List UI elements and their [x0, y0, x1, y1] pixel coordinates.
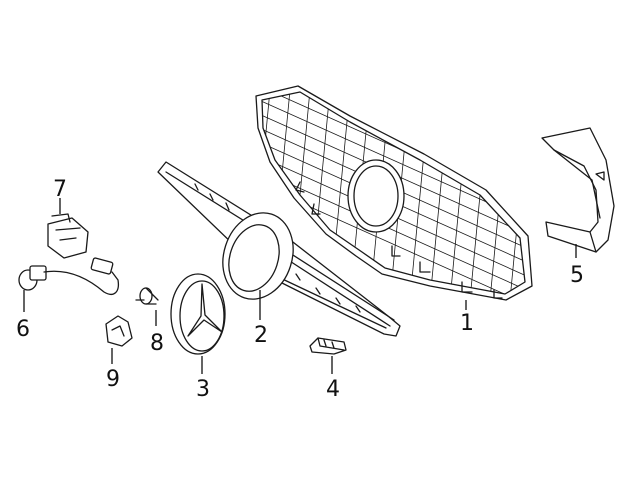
callout-1: 1 — [460, 311, 474, 336]
side-trim-part — [541, 127, 615, 253]
leader-lines — [23, 198, 577, 374]
callout-3: 3 — [196, 377, 210, 402]
bracket-part — [105, 315, 133, 347]
grille-mesh-part — [255, 85, 533, 301]
callout-7: 7 — [53, 177, 67, 202]
callout-2: 2 — [254, 323, 268, 348]
callout-8: 8 — [150, 331, 164, 356]
grille-frame-part — [157, 161, 401, 337]
radar-module-part — [47, 213, 89, 259]
sensor-cable-part — [18, 257, 120, 295]
callout-9: 9 — [106, 367, 120, 392]
star-emblem-part — [170, 273, 226, 355]
screw-part — [135, 287, 159, 305]
callout-6: 6 — [16, 317, 30, 342]
callout-5: 5 — [570, 263, 584, 288]
clip-part — [309, 337, 347, 355]
callout-4: 4 — [326, 377, 340, 402]
